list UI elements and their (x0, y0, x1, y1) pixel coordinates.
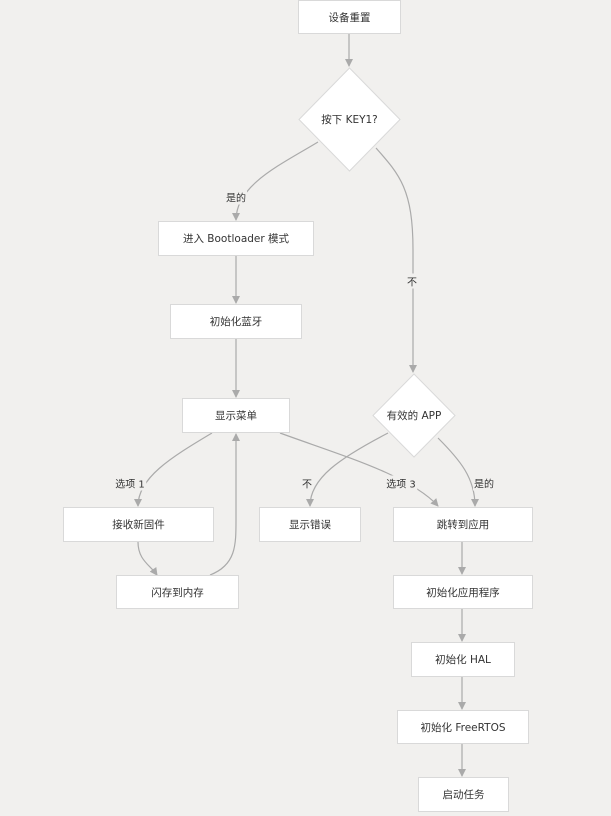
edge-validapp-jumpapp (437, 437, 479, 507)
edge-recvfw-flash (137, 541, 158, 576)
node-show-menu: 显示菜单 (182, 398, 290, 433)
edge-key1-validapp (375, 147, 417, 373)
node-init-application: 初始化应用程序 (393, 575, 533, 609)
node-init-hal: 初始化 HAL (411, 642, 515, 677)
node-device-reset: 设备重置 (298, 0, 401, 34)
edge-label-no-key1: 不 (406, 273, 418, 289)
edge-label-option-3: 选项 3 (385, 475, 417, 491)
node-show-error: 显示错误 (259, 507, 361, 542)
decision-valid-app: 有效的 APP (372, 373, 456, 458)
edge-showmenu-jumpapp (279, 432, 439, 507)
node-flash-to-memory: 闪存到内存 (116, 575, 239, 609)
decision-valid-app-label: 有效的 APP (386, 410, 442, 422)
edge-label-option-1: 选项 1 (114, 475, 146, 491)
node-init-bluetooth: 初始化蓝牙 (170, 304, 302, 339)
node-init-freertos: 初始化 FreeRTOS (397, 710, 529, 744)
node-enter-bootloader: 进入 Bootloader 模式 (158, 221, 314, 256)
edge-key1-bootloader (232, 141, 319, 221)
node-jump-to-app: 跳转到应用 (393, 507, 533, 542)
edge-validapp-showerr (306, 432, 389, 507)
decision-key1-label: 按下 KEY1? (321, 114, 378, 126)
edge-label-no-app: 不 (301, 475, 313, 491)
edge-label-yes-key1: 是的 (225, 189, 247, 205)
edge-flash-showmenu (209, 433, 240, 576)
node-receive-firmware: 接收新固件 (63, 507, 214, 542)
edge-showmenu-recvfw (134, 432, 213, 507)
node-start-tasks: 启动任务 (418, 777, 509, 812)
decision-key1-pressed: 按下 KEY1? (298, 67, 401, 172)
edge-label-yes-app: 是的 (473, 475, 495, 491)
